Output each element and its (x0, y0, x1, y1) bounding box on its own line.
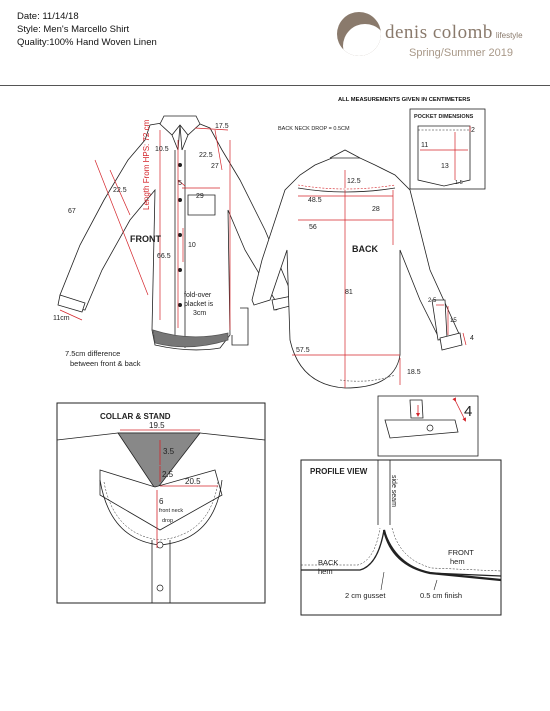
back-cuff-height: 4 (470, 335, 474, 342)
neck-drop-label-2: drop (162, 518, 173, 524)
placket-note-1: fold-over (184, 292, 212, 299)
neck-drop: 6 (159, 497, 164, 506)
front-measurements (59, 127, 231, 330)
header-divider (0, 85, 550, 86)
front-shoulder-drop: 22.5 (199, 152, 213, 159)
front-side: 27 (211, 163, 219, 170)
collar-title: COLLAR & STAND (100, 412, 171, 421)
back-placket-length: 15 (450, 318, 457, 324)
pocket-dimensions-box: POCKET DIMENSIONS 2 11 13 1.5 (409, 108, 486, 190)
quality-text: Quality:100% Hand Woven Linen (17, 37, 157, 48)
back-yoke: 12.5 (347, 178, 361, 185)
collar-spread: 20.5 (185, 477, 201, 486)
stand-height: 2.5 (162, 470, 174, 479)
profile-title: PROFILE VIEW (310, 467, 368, 476)
back-hem: 57.5 (296, 347, 310, 354)
front-length-hps: Length From HPS: 72 cm (142, 119, 151, 210)
pocket-height: 13 (441, 163, 449, 170)
spec-header: Date: 11/14/18 Style: Men's Marcello Shi… (17, 10, 157, 49)
front-hem-label-2: hem (450, 557, 465, 566)
front-hem-label-1: FRONT (448, 548, 474, 557)
front-armhole: 22.5 (113, 187, 127, 194)
brand-suffix: lifestyle (495, 31, 523, 40)
date-text: Date: 11/14/18 (17, 11, 79, 22)
side-seam-label: side seam (390, 475, 397, 507)
pocket-width: 11 (421, 142, 428, 149)
cuff-detail-box: 4 (377, 395, 479, 457)
front-shirt-drawing (57, 115, 295, 351)
pocket-title: POCKET DIMENSIONS (414, 114, 474, 120)
back-chest: 56 (309, 224, 317, 231)
brand-season: Spring/Summer 2019 (409, 47, 513, 59)
collar-height: 3.5 (163, 447, 175, 456)
diff-note-2: between front & back (70, 359, 141, 368)
front-shoulder: 17.5 (215, 123, 229, 130)
back-length: 81 (345, 289, 353, 296)
front-pocket-offset: 5 (178, 180, 182, 187)
collar-width: 19.5 (149, 421, 165, 430)
collar-box: COLLAR & STAND 19.5 3.5 2.5 20.5 6 front… (56, 402, 266, 604)
front-label: FRONT (130, 234, 161, 244)
gusset-label: 2 cm gusset (345, 591, 386, 600)
placket-note-2: placket is (184, 301, 214, 308)
back-label: BACK (352, 244, 378, 254)
back-hem-label-1: BACK (318, 558, 338, 567)
profile-box: PROFILE VIEW side seam BACK hem FRONT he… (300, 459, 502, 616)
pocket-top: 2 (471, 127, 475, 134)
front-cuff: 11cm (53, 315, 70, 322)
pocket-point: 1.5 (455, 180, 463, 186)
diff-note-1: 7.5cm difference (65, 349, 120, 358)
front-labels: FRONT 67 22.5 11cm 17.5 10.5 22.5 27 5 2… (53, 119, 229, 368)
neck-drop-label-1: front neck (159, 508, 183, 514)
back-hem-label-2: hem (318, 567, 333, 576)
back-yoke-side: 28 (372, 206, 380, 213)
front-sleeve-length: 67 (68, 208, 76, 215)
front-placket-gap: 10 (188, 242, 196, 249)
back-neck-drop: BACK NECK DROP = 0.5CM (278, 126, 350, 132)
front-length: 66.5 (157, 253, 171, 260)
measurements-note: ALL MEASUREMENTS GIVEN IN CENTIMETERS (338, 97, 471, 103)
back-labels: BACK BACK NECK DROP = 0.5CM 12.5 48.5 28… (278, 126, 474, 376)
back-side-vent: 18.5 (407, 369, 421, 376)
back-across: 48.5 (308, 197, 322, 204)
front-collar-height: 10.5 (155, 146, 169, 153)
style-text: Style: Men's Marcello Shirt (17, 24, 130, 35)
front-chest: 29 (196, 193, 204, 200)
placket-note-3: 3cm (193, 310, 206, 317)
back-measurements (292, 170, 467, 388)
back-placket-width: 2.5 (428, 298, 437, 304)
finish-label: 0.5 cm finish (420, 591, 462, 600)
cuff-detail-value: 4 (464, 403, 472, 420)
brand-logo-icon (337, 12, 381, 56)
